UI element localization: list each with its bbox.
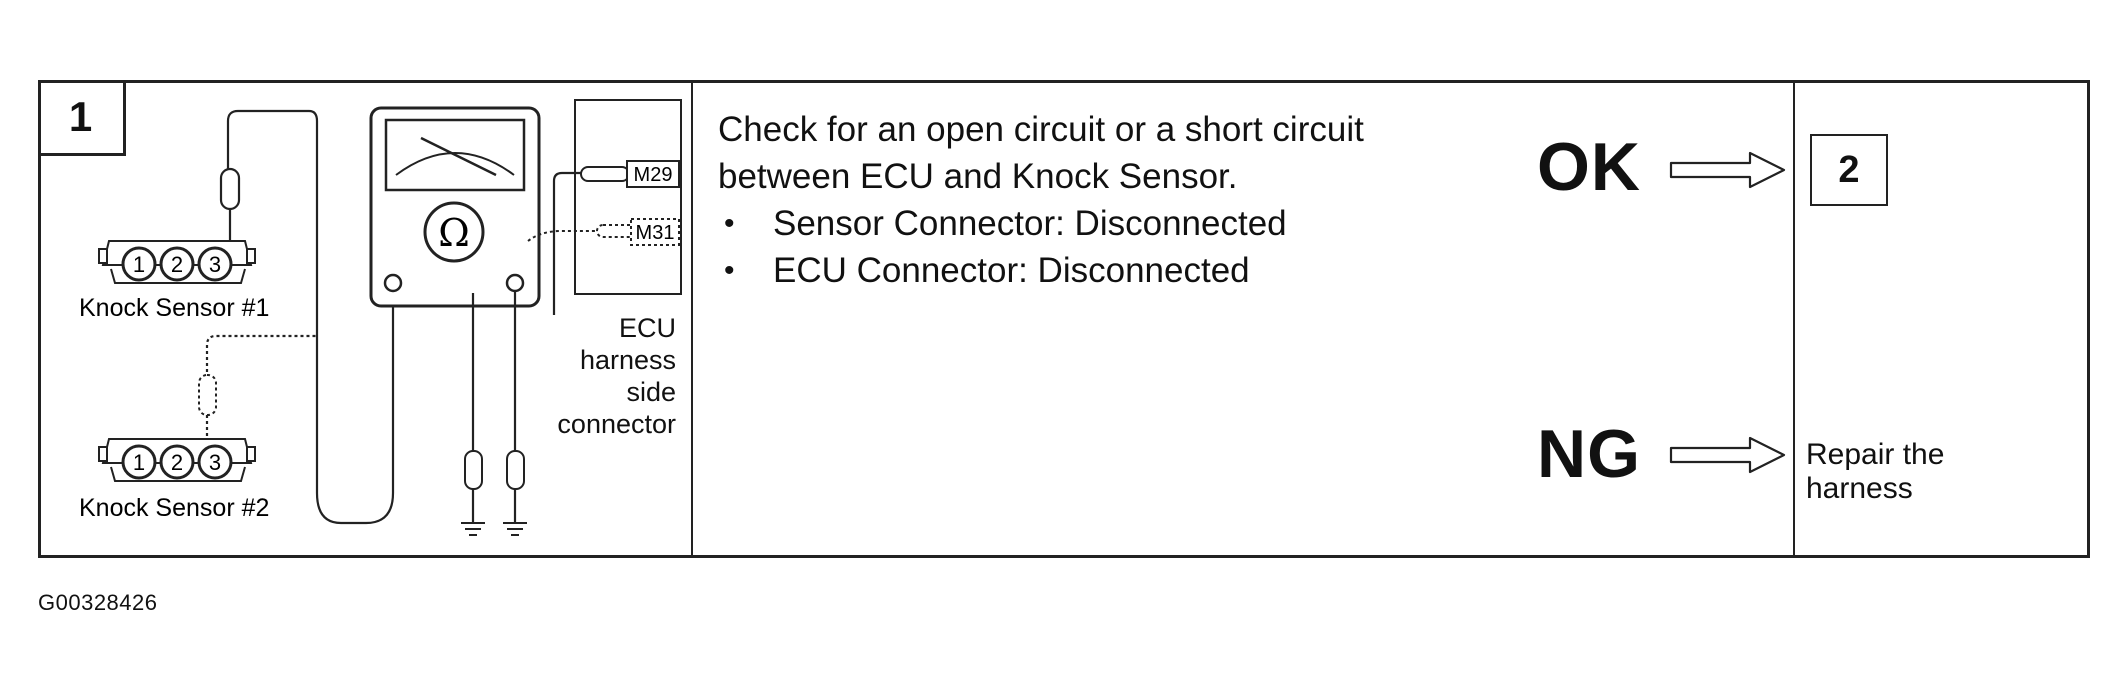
ecu-connector-label: ECU harness side connector bbox=[557, 313, 676, 439]
condition-item: Sensor Connector: Disconnected bbox=[718, 200, 1518, 247]
ohmmeter: Ω bbox=[369, 106, 541, 308]
wiring-diagram: 1 2 3 Knock Sensor #1 1 2 3 Knock Sensor… bbox=[79, 99, 682, 536]
ng-arrow-icon bbox=[1669, 436, 1786, 474]
knock-sensor-1-label: Knock Sensor #1 bbox=[79, 294, 269, 322]
next-step-box: 2 bbox=[1810, 134, 1888, 206]
instruction-text: Check for an open circuit or a short cir… bbox=[718, 106, 1518, 294]
sensor2-pin-3: 3 bbox=[209, 450, 221, 475]
knock-sensor-2-connector: 1 2 3 bbox=[98, 438, 256, 482]
ng-label: NG bbox=[1537, 416, 1641, 492]
knock-sensor-1-connector: 1 2 3 bbox=[98, 240, 256, 284]
figure-id: G00328426 bbox=[38, 590, 158, 615]
connector-m31: M31 bbox=[636, 222, 675, 244]
ok-arrow-icon bbox=[1669, 151, 1786, 189]
sensor2-pin-1: 1 bbox=[133, 450, 145, 475]
knock-sensor-2-label: Knock Sensor #2 bbox=[79, 494, 269, 522]
column-divider-1 bbox=[691, 80, 693, 558]
condition-list: Sensor Connector: Disconnected ECU Conne… bbox=[718, 200, 1518, 294]
instruction-heading-line2: between ECU and Knock Sensor. bbox=[718, 157, 1238, 196]
repair-instruction: Repair the harness bbox=[1806, 438, 1945, 505]
sensor2-pin-2: 2 bbox=[171, 450, 183, 475]
column-divider-2 bbox=[1793, 80, 1795, 558]
condition-item: ECU Connector: Disconnected bbox=[718, 247, 1518, 294]
ohm-symbol: Ω bbox=[438, 211, 470, 255]
step-number: 1 bbox=[38, 80, 126, 156]
instruction-heading-line1: Check for an open circuit or a short cir… bbox=[718, 110, 1364, 149]
sensor1-pin-1: 1 bbox=[133, 252, 145, 277]
step-table bbox=[38, 80, 2090, 558]
sensor1-pin-3: 3 bbox=[209, 252, 221, 277]
sensor1-pin-2: 2 bbox=[171, 252, 183, 277]
ok-label: OK bbox=[1537, 129, 1641, 205]
connector-m29: M29 bbox=[634, 164, 673, 186]
